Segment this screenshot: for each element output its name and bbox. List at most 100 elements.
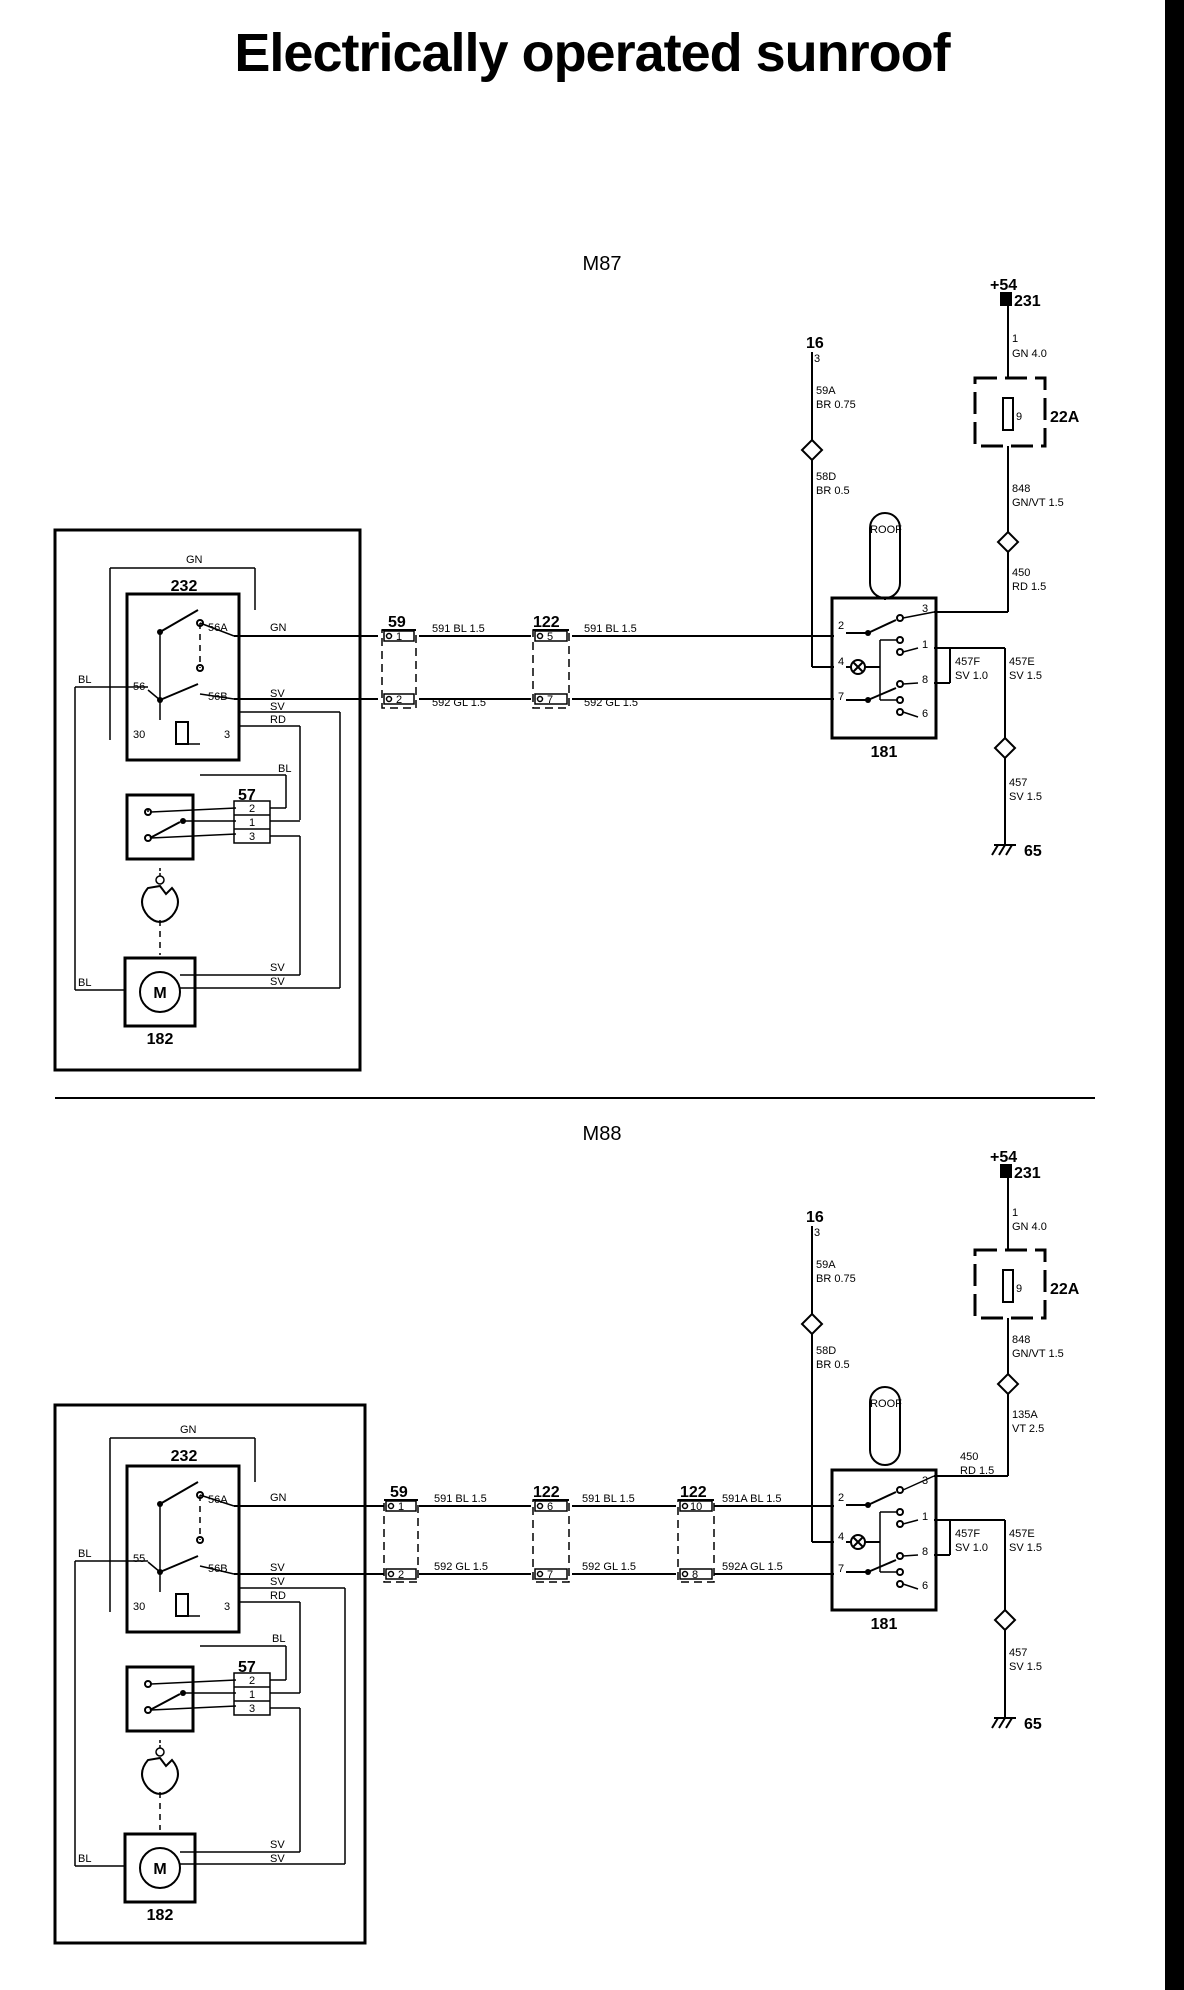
splice-icon [993, 736, 1017, 760]
sunroof-switch-181: ROOF 181 3 2 4 1 8 7 6 [830, 512, 938, 761]
feed-16-branch: 16 3 59A BR 0.75 58D BR 0.5 [800, 335, 856, 668]
splice-icon [993, 1608, 1017, 1632]
svg-text:GN 4.0: GN 4.0 [1012, 1221, 1047, 1233]
svg-text:SV 1.0: SV 1.0 [955, 1542, 988, 1554]
svg-text:5: 5 [547, 631, 553, 643]
svg-text:RD: RD [270, 1590, 286, 1602]
sunroof-module: GN 232 56A 56B 56 30 3 GN SV SV RD [53, 528, 362, 1072]
svg-text:2: 2 [249, 1675, 255, 1687]
harness-wires: 591 BL 1.5 591 BL 1.5 591A BL 1.5 592 GL… [234, 1493, 834, 1575]
roof-symbol [869, 512, 901, 599]
diagram-m87: M87 +54 231 1 GN 4.0 9 22A 848 GN/VT 1.5… [53, 253, 1080, 1072]
svg-text:1: 1 [396, 631, 402, 643]
svg-text:3: 3 [224, 1601, 230, 1613]
svg-text:592A GL 1.5: 592A GL 1.5 [722, 1561, 783, 1573]
svg-text:2: 2 [838, 620, 844, 632]
connector-59: 59 1 2 [381, 614, 417, 709]
supply-label: +54 [990, 1149, 1017, 1166]
svg-text:1: 1 [249, 1689, 255, 1701]
svg-text:7: 7 [838, 691, 844, 703]
svg-text:7: 7 [547, 694, 553, 706]
svg-text:59A: 59A [816, 1259, 836, 1271]
svg-text:3: 3 [814, 1227, 820, 1239]
svg-text:8: 8 [922, 1546, 928, 1558]
svg-text:ROOF: ROOF [870, 1398, 902, 1410]
svg-text:4: 4 [838, 656, 844, 668]
sunroof-switch-181: ROOF 181 3 2 4 1 8 7 6 [830, 1386, 938, 1633]
svg-text:BL: BL [278, 763, 291, 775]
svg-text:3: 3 [922, 603, 928, 615]
section-label: M88 [583, 1123, 622, 1145]
splice-icon [996, 530, 1020, 554]
switch-box [830, 1468, 938, 1612]
svg-text:30: 30 [133, 729, 145, 741]
ground-id: 65 [1024, 1716, 1042, 1733]
connector-59: 59 1 2 [383, 1484, 419, 1583]
svg-text:591 BL 1.5: 591 BL 1.5 [432, 623, 485, 635]
svg-text:457F: 457F [955, 656, 980, 668]
cam-icon [141, 1756, 179, 1795]
fuse-id: 22A [1050, 1281, 1080, 1298]
relay-232 [125, 1464, 241, 1634]
svg-text:GN/VT 1.5: GN/VT 1.5 [1012, 1348, 1064, 1360]
svg-text:55: 55 [133, 1553, 145, 1565]
ground-branch: 457F SV 1.0 457E SV 1.5 457 SV 1.5 65 [934, 647, 1042, 860]
svg-text:6: 6 [922, 708, 928, 720]
svg-text:7: 7 [547, 1569, 553, 1581]
svg-text:RD 1.5: RD 1.5 [960, 1465, 994, 1477]
svg-text:58D: 58D [816, 1345, 836, 1357]
section-label: M87 [583, 253, 622, 275]
svg-text:3: 3 [249, 1703, 255, 1715]
connector-57 [233, 800, 271, 844]
svg-text:457: 457 [1009, 777, 1027, 789]
supply-point-id: 231 [1014, 293, 1041, 310]
svg-text:56A: 56A [208, 622, 228, 634]
svg-text:1: 1 [398, 1501, 404, 1513]
module-outline [53, 528, 362, 1072]
svg-text:GN: GN [186, 554, 203, 566]
svg-text:591 BL 1.5: 591 BL 1.5 [584, 623, 637, 635]
svg-text:SV: SV [270, 1853, 285, 1865]
svg-text:848: 848 [1012, 1334, 1030, 1346]
svg-text:3: 3 [814, 353, 820, 365]
svg-text:8: 8 [922, 674, 928, 686]
switch-id: 181 [871, 744, 898, 761]
roof-symbol [869, 1386, 901, 1466]
svg-text:59: 59 [390, 1484, 408, 1501]
power-supply-branch: +54 231 1 GN 4.0 9 22A 848 GN/VT 1.5 450… [934, 277, 1080, 613]
page-border [1165, 0, 1184, 1990]
svg-text:3: 3 [922, 1475, 928, 1487]
svg-text:135A: 135A [1012, 1409, 1038, 1421]
connector-57-id: 57 [238, 1659, 256, 1676]
svg-text:BL: BL [78, 977, 91, 989]
svg-text:SV: SV [270, 976, 285, 988]
limit-switch [125, 793, 195, 861]
ground-branch: 457F SV 1.0 457E SV 1.5 457 SV 1.5 65 [934, 1519, 1042, 1733]
feed-16-branch: 16 3 59A BR 0.75 58D BR 0.5 [800, 1209, 856, 1543]
connector-122: 122 5 7 [532, 614, 570, 709]
supply-label: +54 [990, 277, 1017, 294]
svg-text:457E: 457E [1009, 656, 1035, 668]
svg-text:SV: SV [270, 1576, 285, 1588]
svg-text:SV 1.5: SV 1.5 [1009, 670, 1042, 682]
svg-text:GN: GN [270, 1492, 287, 1504]
svg-text:BL: BL [78, 1853, 91, 1865]
relay-coil-icon [175, 1593, 189, 1617]
svg-text:SV 1.5: SV 1.5 [1009, 1542, 1042, 1554]
fuse-symbol [1002, 397, 1014, 431]
switch-box [830, 596, 938, 740]
motor-182 [123, 956, 197, 1028]
svg-text:2: 2 [249, 803, 255, 815]
svg-text:1: 1 [249, 817, 255, 829]
svg-text:M: M [153, 1861, 166, 1878]
motor-id: 182 [147, 1031, 174, 1048]
svg-text:GN/VT 1.5: GN/VT 1.5 [1012, 497, 1064, 509]
connector-57-id: 57 [238, 787, 256, 804]
svg-text:GN: GN [270, 622, 287, 634]
svg-text:457E: 457E [1009, 1528, 1035, 1540]
module-outline [53, 1403, 367, 1945]
svg-text:RD 1.5: RD 1.5 [1012, 581, 1046, 593]
svg-text:M: M [153, 985, 166, 1002]
svg-text:10: 10 [690, 1501, 702, 1513]
svg-text:592 GL 1.5: 592 GL 1.5 [584, 697, 638, 709]
